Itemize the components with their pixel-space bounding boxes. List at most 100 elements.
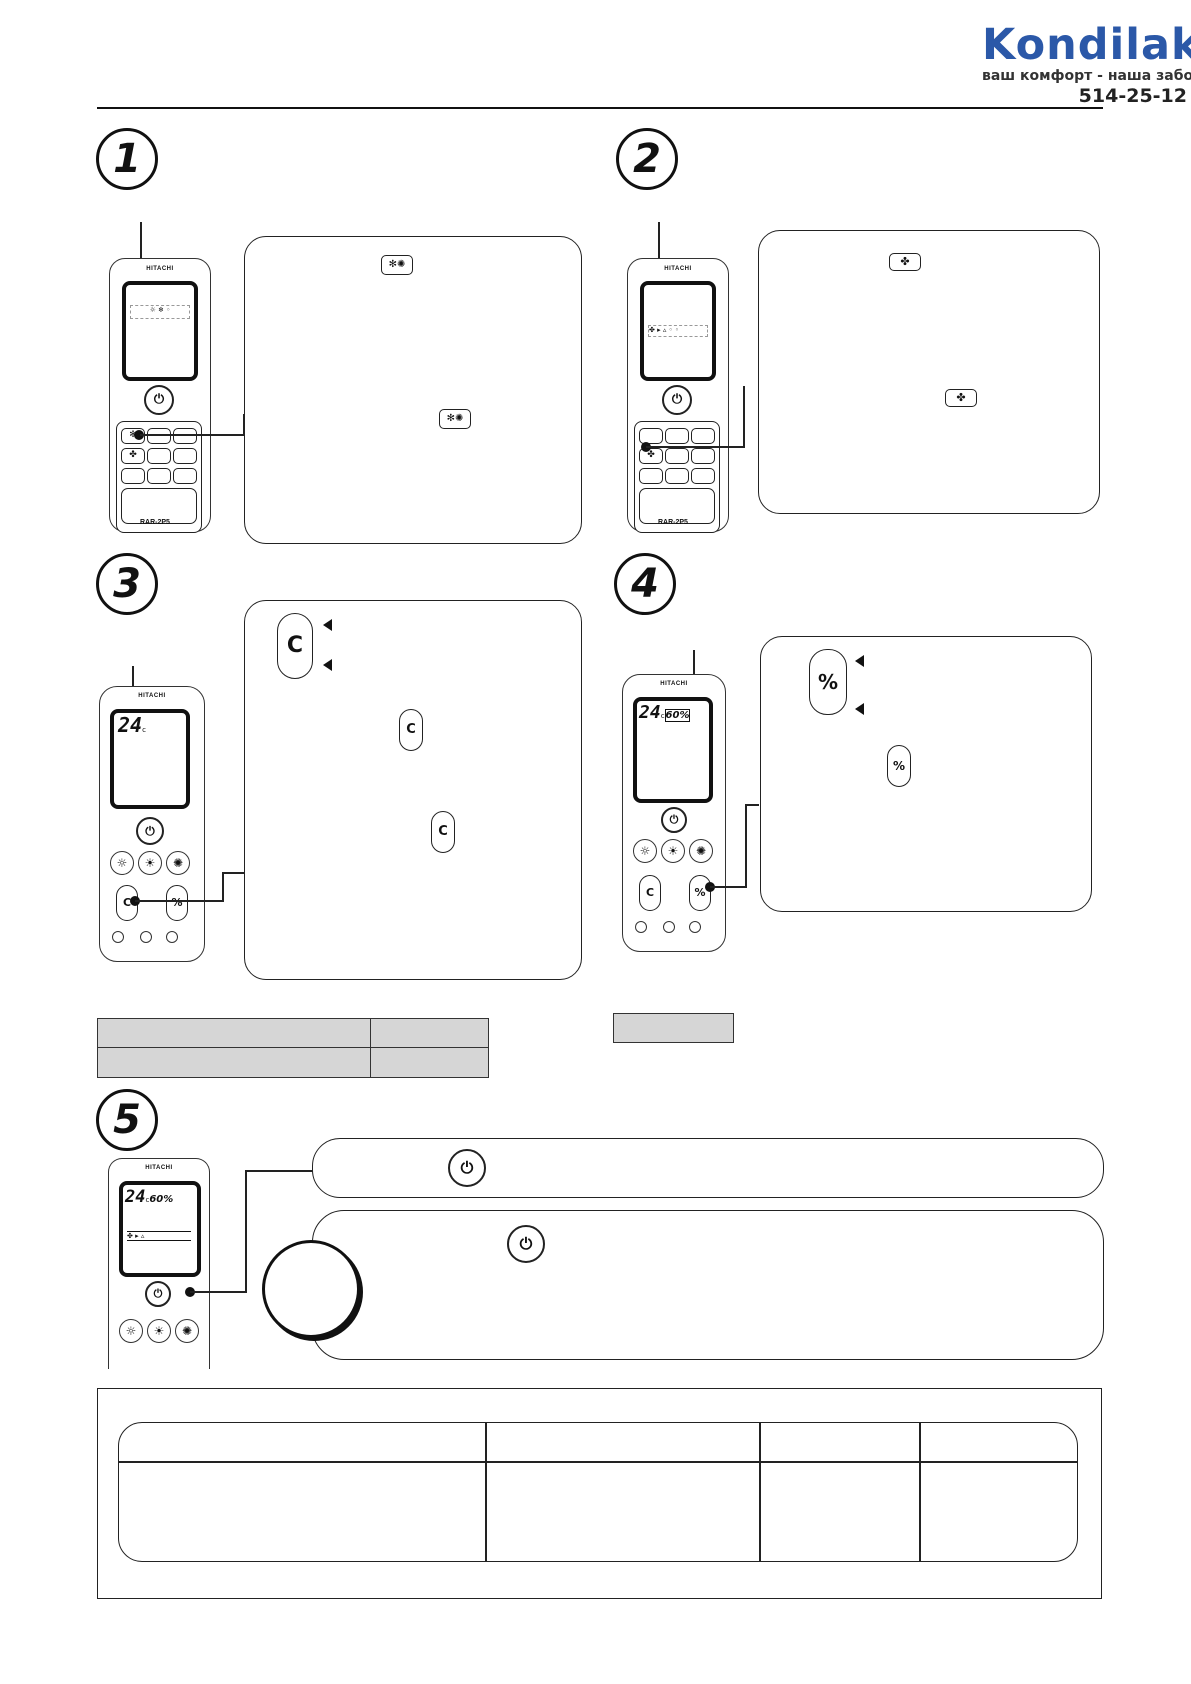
brand-logo: Kondilak ваш комфорт - наша забота! 514-… <box>982 20 1191 108</box>
mode-heat-button[interactable]: ✺ <box>689 839 713 863</box>
step-3-connector <box>135 900 223 902</box>
step-1-button-marker <box>134 430 144 440</box>
step-5-callout-bottom: ⏻ <box>312 1210 1104 1360</box>
step-4-connector <box>745 804 747 888</box>
remote-brand: HITACHI <box>664 266 692 272</box>
mode-dry-button[interactable]: ☀ <box>147 1319 171 1343</box>
power-button[interactable]: ⏻ <box>662 385 692 415</box>
remote-step-3: HITACHI 24c ⏻ ☼ ☀ ✺ C % <box>99 686 205 962</box>
mode-cool-button[interactable]: ☼ <box>119 1319 143 1343</box>
power-button[interactable]: ⏻ <box>144 385 174 415</box>
table-column-divider <box>759 1423 761 1561</box>
remote-lcd: 24c60% <box>633 697 713 803</box>
remote-model: RAR-2P5 <box>658 519 688 526</box>
keypad-button[interactable] <box>147 428 171 444</box>
temperature-unit: c <box>145 1196 150 1204</box>
mode-cool-button[interactable]: ☼ <box>110 851 134 875</box>
timer-pad[interactable] <box>121 488 197 524</box>
small-button[interactable] <box>635 921 647 933</box>
remote-step-2: HITACHI ✤ ▸ ▵ ◦ ◦ ⏻ ✤ RAR-2P5 <box>627 258 729 533</box>
keypad-button[interactable] <box>173 468 197 484</box>
note-circle <box>262 1240 360 1338</box>
keypad-button[interactable] <box>147 448 171 464</box>
power-icon: ⏻ <box>448 1149 486 1187</box>
power-button[interactable]: ⏻ <box>661 807 687 833</box>
small-button[interactable] <box>112 931 124 943</box>
step-2-number: 2 <box>616 128 678 190</box>
brand-name: Kondilak <box>982 20 1191 70</box>
temperature-updown-icon: C <box>431 811 455 853</box>
table-header-rule <box>119 1461 1077 1463</box>
step-4-number: 4 <box>614 553 676 615</box>
remote-keypad: ✤ <box>634 421 720 533</box>
mode-icon: ✻✺ <box>381 255 413 275</box>
header-rule <box>97 107 1103 109</box>
remote-brand: HITACHI <box>145 1165 173 1171</box>
mode-dry-button[interactable]: ☀ <box>138 851 162 875</box>
temperature-unit: c <box>142 726 146 734</box>
lcd-readout: 24c60% <box>639 703 691 723</box>
fan-speed-indicator: ✤ ▸ ▵ <box>127 1231 191 1241</box>
mode-cool-button[interactable]: ☼ <box>633 839 657 863</box>
keypad-button[interactable] <box>639 468 663 484</box>
table-cell <box>97 1047 371 1078</box>
keypad-button[interactable] <box>173 428 197 444</box>
remote-brand: HITACHI <box>138 693 166 699</box>
step-1-callout: ✻✺ ✻✺ <box>244 236 582 544</box>
humidity-updown-button[interactable]: % <box>689 875 711 911</box>
small-button[interactable] <box>663 921 675 933</box>
temperature-updown-button[interactable]: C <box>639 875 661 911</box>
temperature-unit: c <box>660 712 665 720</box>
mode-dry-button[interactable]: ☀ <box>661 839 685 863</box>
fan-button[interactable]: ✤ <box>639 448 663 464</box>
down-arrow-marker <box>323 659 332 671</box>
step-4-callout: % % <box>760 636 1092 912</box>
fan-button[interactable]: ✤ <box>121 448 145 464</box>
power-button[interactable]: ⏻ <box>145 1281 171 1307</box>
lcd-temperature: 24c <box>118 715 146 737</box>
humidity-updown-icon: % <box>809 649 847 715</box>
step-2-connector <box>743 386 745 448</box>
keypad-button[interactable] <box>173 448 197 464</box>
remote-model: RAR-2P5 <box>140 519 170 526</box>
down-arrow-marker <box>855 703 864 715</box>
keypad-button[interactable] <box>121 468 145 484</box>
power-button[interactable]: ⏻ <box>136 817 164 845</box>
step-4-connector <box>745 804 759 806</box>
remote-brand: HITACHI <box>660 681 688 687</box>
keypad-button[interactable] <box>665 448 689 464</box>
keypad-button[interactable] <box>691 428 715 444</box>
small-button[interactable] <box>166 931 178 943</box>
keypad-button[interactable] <box>665 428 689 444</box>
table-column-divider <box>485 1423 487 1561</box>
table-cell <box>97 1018 371 1048</box>
power-icon: ⏻ <box>507 1225 545 1263</box>
remote-step-5: HITACHI 24c60% ✤ ▸ ▵ ⏻ ☼ ☀ ✺ <box>108 1158 210 1369</box>
timer-pad[interactable] <box>639 488 715 524</box>
keypad-button[interactable] <box>691 468 715 484</box>
mode-button[interactable] <box>639 428 663 444</box>
step-3-callout: C C C <box>244 600 582 980</box>
step-1-number: 1 <box>96 128 158 190</box>
step-5-number: 5 <box>96 1089 158 1151</box>
small-button[interactable] <box>689 921 701 933</box>
lcd-readout: 24c60% <box>125 1187 173 1207</box>
keypad-button[interactable] <box>691 448 715 464</box>
fan-icon: ✤ <box>945 389 977 407</box>
keypad-button[interactable] <box>665 468 689 484</box>
mode-heat-button[interactable]: ✺ <box>166 851 190 875</box>
small-button[interactable] <box>140 931 152 943</box>
mode-heat-button[interactable]: ✺ <box>175 1319 199 1343</box>
keypad-button[interactable] <box>147 468 171 484</box>
table-cell <box>613 1013 734 1043</box>
up-arrow-marker <box>323 619 332 631</box>
brand-slogan: ваш комфорт - наша забота! <box>982 68 1191 84</box>
step-5-connector <box>190 1291 246 1293</box>
bottom-table <box>118 1422 1078 1562</box>
humidity-updown-icon: % <box>887 745 911 787</box>
up-arrow-marker <box>855 655 864 667</box>
fan-speed-indicator: ✤ ▸ ▵ ◦ ◦ <box>648 325 708 337</box>
humidity-updown-button[interactable]: % <box>166 885 188 921</box>
temperature-updown-icon: C <box>399 709 423 751</box>
remote-lcd: 24c60% ✤ ▸ ▵ <box>119 1181 201 1277</box>
